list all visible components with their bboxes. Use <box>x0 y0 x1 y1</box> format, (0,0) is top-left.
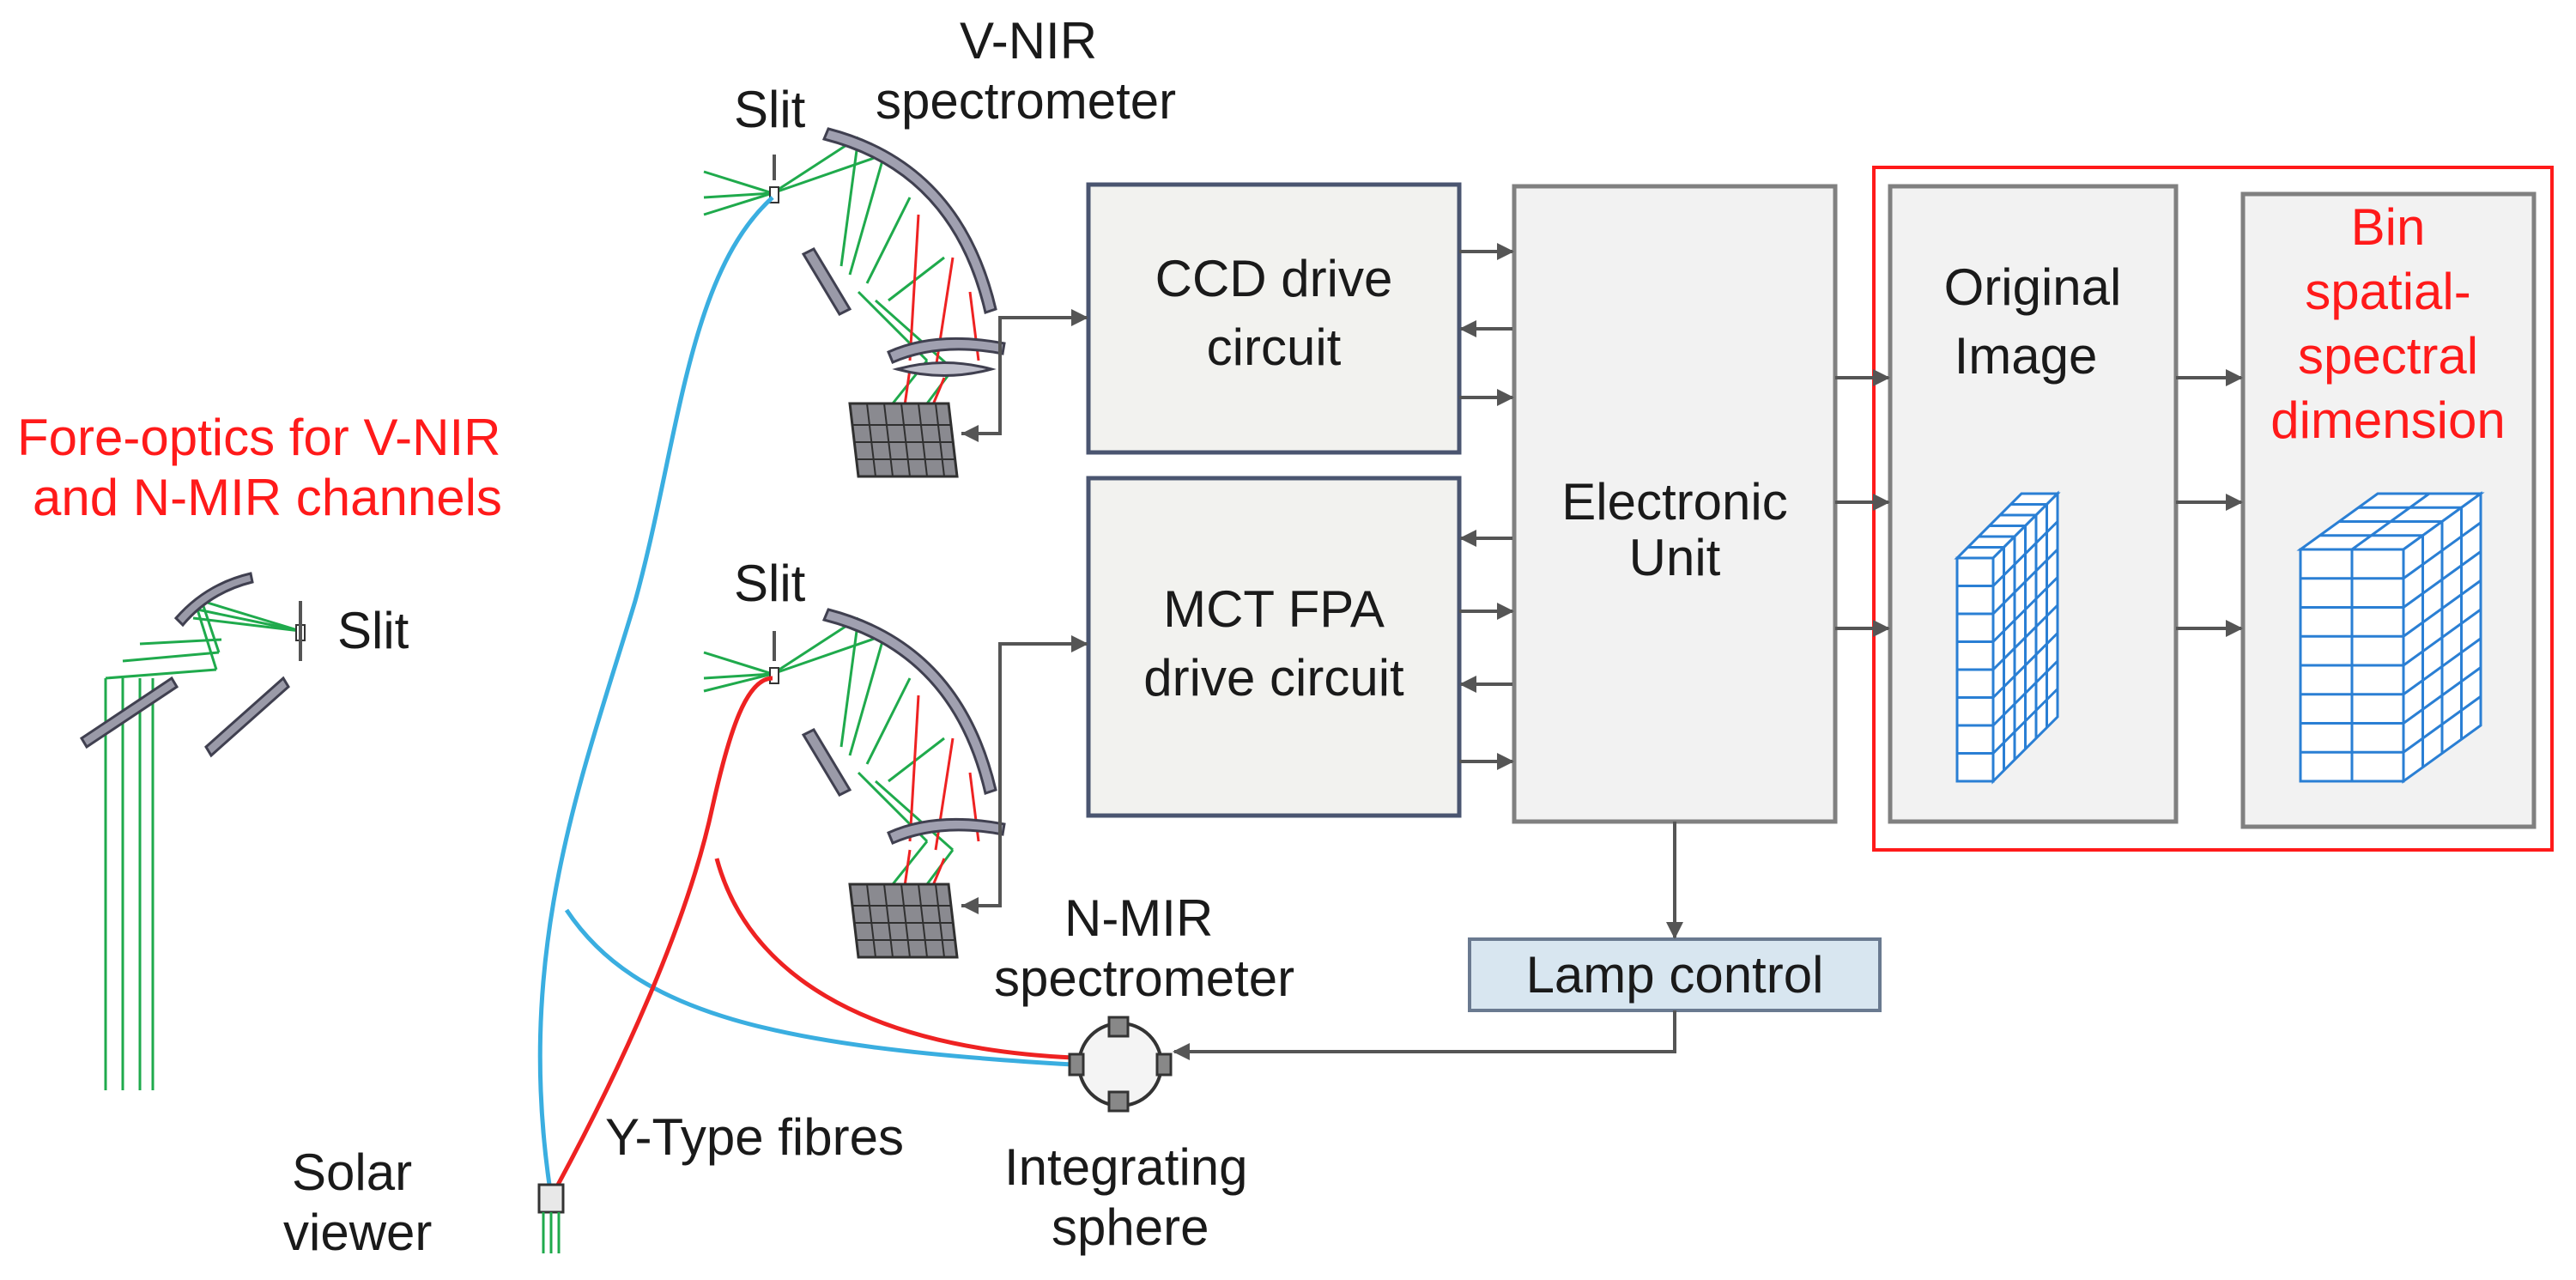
connectors <box>961 243 2243 1060</box>
vnir-lens <box>892 361 997 377</box>
orig-label-line2: Image <box>1955 327 2098 385</box>
fore-mirror-3 <box>173 572 254 628</box>
vnir-slit <box>769 186 779 203</box>
y-type-fibres <box>537 196 1074 1186</box>
vnir-grating <box>801 247 852 316</box>
vnir-slit-label: Slit <box>734 81 806 138</box>
ccd-drive-block <box>1086 182 1462 455</box>
nmir-detector-array <box>848 883 959 959</box>
vnir-detector-array <box>848 402 959 478</box>
nmir-spectrometer <box>703 608 1006 959</box>
fore-slit-label: Slit <box>337 602 409 659</box>
bin-label-line3: spectral <box>2298 327 2478 385</box>
vnir-spectrometer <box>703 127 1006 478</box>
mct-label-line1: MCT FPA <box>1163 580 1385 638</box>
binned-image-cube <box>2296 491 2485 784</box>
solar-viewer <box>537 1183 565 1253</box>
fore-optics-label-line1: Fore-optics for V-NIR <box>17 409 500 466</box>
vnir-label-line1: V-NIR <box>960 12 1097 70</box>
nmir-collimator-mirror <box>821 608 997 795</box>
blue-fibre-to-vnir <box>537 196 774 1186</box>
fore-mirror-2 <box>204 676 290 758</box>
sphere-label-line2: sphere <box>1052 1198 1209 1256</box>
nmir-focus-mirror <box>887 817 1006 845</box>
fore-optics-beams <box>104 599 301 1090</box>
vnir-collimator-mirror <box>821 127 997 314</box>
solar-viewer-label-line2: viewer <box>283 1204 432 1261</box>
red-fibre-to-sphere <box>714 858 1074 1060</box>
fibres-label: Y-Type fibres <box>605 1108 904 1166</box>
sphere-label-line1: Integrating <box>1004 1138 1248 1196</box>
red-fibre-to-nmir <box>555 676 773 1186</box>
nmir-slit-label: Slit <box>734 555 806 612</box>
bin-label-line4: dimension <box>2270 391 2506 449</box>
lamp-control-block <box>1468 937 1882 1012</box>
blue-fibre-to-sphere <box>564 908 1074 1067</box>
bin-label-line2: spatial- <box>2305 263 2470 320</box>
vnir-label-line2: spectrometer <box>876 72 1176 130</box>
nmir-grating <box>801 728 852 797</box>
electronic-unit-block <box>1512 184 1838 824</box>
orig-label-line1: Original <box>1944 258 2122 316</box>
fore-optics <box>79 572 306 1090</box>
mct-label-line2: drive circuit <box>1143 649 1404 707</box>
vnir-focus-mirror <box>887 337 1006 364</box>
solar-viewer-label-line1: Solar <box>292 1144 412 1201</box>
eu-label-line1: Electronic <box>1561 473 1787 531</box>
mct-fpa-drive-block <box>1086 476 1462 818</box>
original-image-cube <box>1954 490 2061 785</box>
fore-optics-label-line2: and N-MIR channels <box>33 469 502 526</box>
fore-mirror-1 <box>79 676 179 749</box>
ccd-label-line2: circuit <box>1207 318 1342 376</box>
nmir-label-line1: N-MIR <box>1064 889 1213 947</box>
eu-label-line2: Unit <box>1629 529 1721 586</box>
integrating-sphere <box>1068 1016 1173 1113</box>
ccd-label-line1: CCD drive <box>1155 250 1393 307</box>
nmir-label-line2: spectrometer <box>994 949 1294 1007</box>
lamp-label: Lamp control <box>1526 946 1824 1004</box>
bin-label-line1: Bin <box>2351 198 2426 256</box>
nmir-slit <box>769 667 779 684</box>
